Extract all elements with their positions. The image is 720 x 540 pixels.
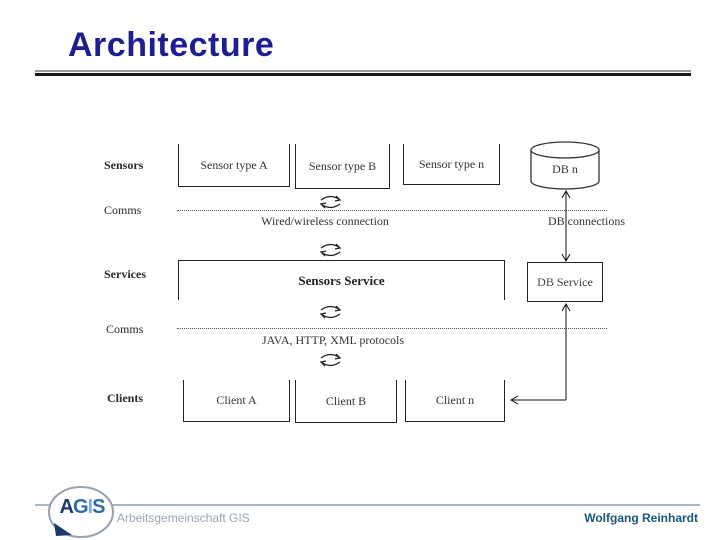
org-name: Arbeitsgemeinschaft GIS	[117, 511, 250, 525]
row-label-sensors: Sensors	[104, 158, 144, 172]
comms-line-2	[177, 328, 607, 329]
page-title: Architecture	[68, 26, 275, 64]
sensor-type-n-box: Sensor type n	[403, 144, 500, 185]
db-service-box: DB Service	[527, 262, 603, 302]
title-underline-gray	[35, 70, 691, 72]
row-label-comms-1: Comms	[104, 203, 142, 217]
title-underline-black	[35, 73, 691, 76]
sync-icon	[319, 353, 342, 367]
database-cylinder-icon	[530, 141, 600, 190]
sync-icon	[319, 195, 342, 209]
protocols-label: JAVA, HTTP, XML protocols	[261, 333, 405, 347]
row-label-clients: Clients	[107, 391, 143, 405]
logo-letter: S	[92, 496, 105, 518]
logo-letter: I	[87, 496, 93, 518]
footer-divider	[35, 504, 700, 506]
db-connections-label: DB connections	[548, 214, 625, 228]
client-b-box: Client B	[295, 380, 397, 423]
client-a-box: Client A	[183, 380, 290, 422]
logo-letter: A	[59, 496, 74, 518]
comms-line-1	[177, 210, 607, 211]
sensor-type-a-box: Sensor type A	[178, 144, 290, 187]
sync-icon	[319, 305, 342, 319]
wired-wireless-label: Wired/wireless connection	[261, 214, 389, 228]
sensors-service-box: Sensors Service	[178, 260, 505, 300]
agis-logo	[48, 486, 114, 538]
client-n-box: Client n	[405, 380, 505, 422]
author-name: Wolfgang Reinhardt	[584, 511, 698, 525]
row-label-services: Services	[104, 267, 146, 281]
agis-logo-text: AGIS	[52, 496, 112, 519]
row-label-comms-2: Comms	[106, 322, 144, 336]
logo-letter: G	[72, 496, 89, 518]
sensor-type-b-box: Sensor type B	[295, 144, 390, 189]
sync-icon	[319, 243, 342, 257]
database-label: DB n	[552, 162, 578, 176]
